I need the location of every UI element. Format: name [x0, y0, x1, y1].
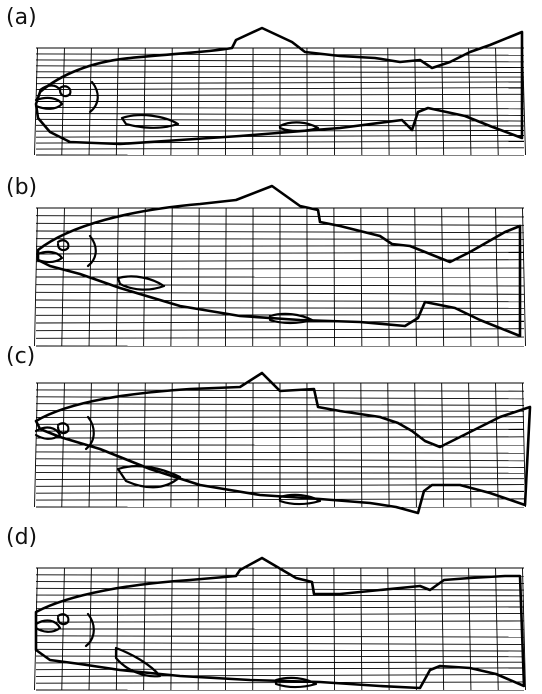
- mouth-a: [36, 86, 62, 109]
- fish-deformation-grid-d: [0, 520, 542, 694]
- fish-deformation-grid-a: [0, 0, 542, 170]
- fish-deformation-grid-c: [0, 345, 542, 520]
- grid-b-col-6: [198, 208, 199, 346]
- grid-c-col-6: [198, 383, 199, 507]
- grid-b-col-12: [361, 208, 362, 346]
- grid-d: [35, 568, 526, 690]
- panel-d: (d): [0, 520, 542, 694]
- grid-b-col-11: [334, 208, 335, 346]
- grid-d-col-12: [361, 568, 362, 690]
- grid-d-col-7: [225, 568, 226, 690]
- eye-a: [60, 86, 70, 96]
- pectoral-fin-a: [122, 115, 178, 128]
- grid-d-col-11: [334, 568, 335, 690]
- grid-c: [35, 383, 526, 507]
- fish-deformation-grid-b: [0, 170, 542, 345]
- eye-b: [58, 240, 68, 250]
- panel-a: (a): [0, 0, 542, 170]
- grid-b: [35, 208, 526, 346]
- mouth-b: [38, 252, 62, 262]
- grid-d-col-6: [198, 568, 199, 690]
- grid-b-col-7: [225, 208, 226, 346]
- pelvic-fin-a: [280, 122, 318, 131]
- grid-a-col-7: [225, 48, 226, 155]
- grid-a-col-11: [334, 48, 335, 155]
- grid-a: [35, 48, 526, 155]
- panel-b: (b): [0, 170, 542, 345]
- grid-c-col-12: [361, 383, 362, 507]
- grid-a-col-12: [361, 48, 362, 155]
- pectoral-fin-b: [118, 276, 164, 289]
- panel-c: (c): [0, 345, 542, 520]
- grid-c-col-11: [334, 383, 335, 507]
